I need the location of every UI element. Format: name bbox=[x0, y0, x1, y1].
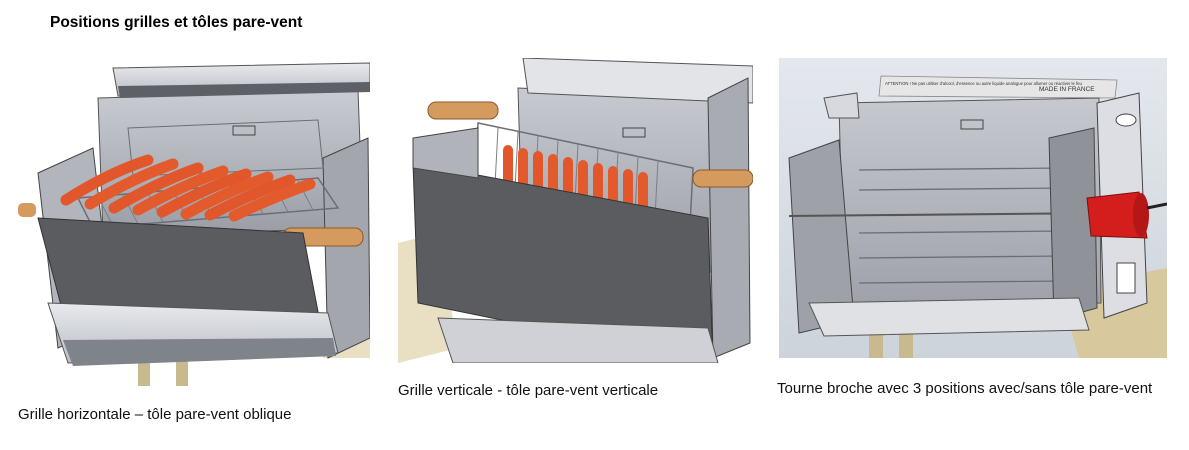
caption-rotisserie: Tourne broche avec 3 positions avec/sans… bbox=[777, 380, 1153, 397]
figure-rotisserie: ATTENTION ! Ne pas utiliser d'alcool, d'… bbox=[779, 58, 1167, 358]
figure-horizontal-grill bbox=[18, 58, 370, 386]
caption-vertical-grill: Grille verticale - tôle pare-vent vertic… bbox=[398, 382, 659, 399]
page-title: Positions grilles et tôles pare-vent bbox=[50, 14, 303, 31]
caption-horizontal-grill: Grille horizontale – tôle pare-vent obli… bbox=[18, 406, 292, 423]
made-in-france-text: MADE IN FRANCE bbox=[1039, 86, 1095, 93]
figure-vertical-grill bbox=[398, 58, 753, 363]
warning-plate-text: ATTENTION ! Ne pas utiliser d'alcool, d'… bbox=[885, 81, 1082, 86]
vertical-grill-illustration bbox=[398, 58, 753, 363]
rotisserie-illustration: ATTENTION ! Ne pas utiliser d'alcool, d'… bbox=[779, 58, 1167, 358]
horizontal-grill-illustration bbox=[18, 62, 370, 386]
